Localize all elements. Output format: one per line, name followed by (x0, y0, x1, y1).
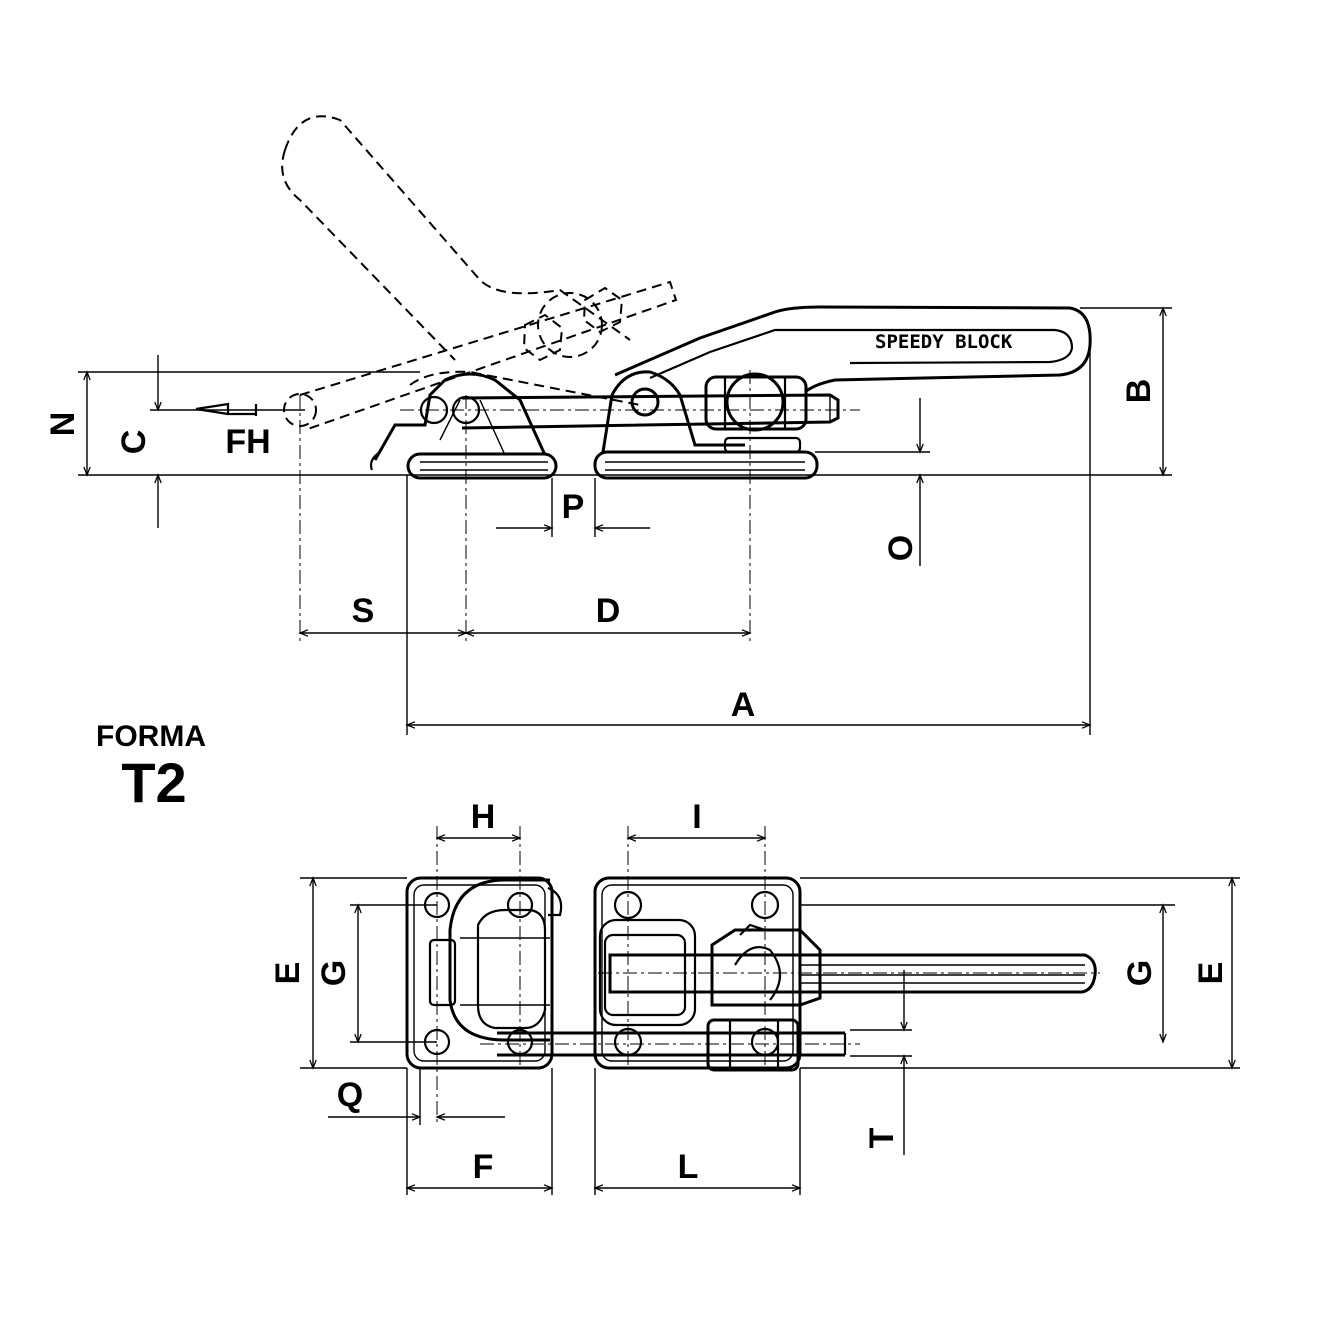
form-title: FORMA (96, 720, 206, 753)
dim-label-b: B (1120, 379, 1158, 404)
brand-label: SPEEDY BLOCK (875, 331, 1013, 353)
side-view: SPEEDY BLOCK N C FH B P O S (44, 115, 1172, 735)
top-view: H I E G G E T Q F L (269, 798, 1240, 1195)
dim-label-g-left: G (315, 960, 353, 986)
form-code: T2 (121, 751, 186, 814)
dim-label-e-right: E (1192, 962, 1230, 985)
dim-label-f: F (473, 1148, 494, 1186)
dim-label-a: A (731, 686, 756, 724)
dim-label-h: H (471, 798, 496, 836)
dim-label-c: C (115, 430, 153, 455)
dim-label-s: S (352, 592, 375, 630)
dim-label-q: Q (337, 1076, 363, 1114)
clamp-body (461, 305, 1092, 480)
dim-label-p: P (562, 488, 585, 526)
force-label: FH (225, 423, 270, 461)
dim-label-g-right: G (1121, 960, 1159, 986)
force-arrow (195, 402, 258, 416)
dim-label-o: O (882, 535, 920, 561)
hook-plate (405, 876, 563, 1070)
dim-label-e-left: E (269, 962, 307, 985)
dim-label-d: D (596, 592, 621, 630)
dim-label-l: L (678, 1148, 699, 1186)
handle-open-position (281, 115, 678, 431)
dim-label-t: T (863, 1127, 901, 1148)
dim-label-i: I (692, 798, 701, 836)
dim-label-n: N (44, 412, 82, 437)
clamp-plate (497, 876, 1097, 1072)
